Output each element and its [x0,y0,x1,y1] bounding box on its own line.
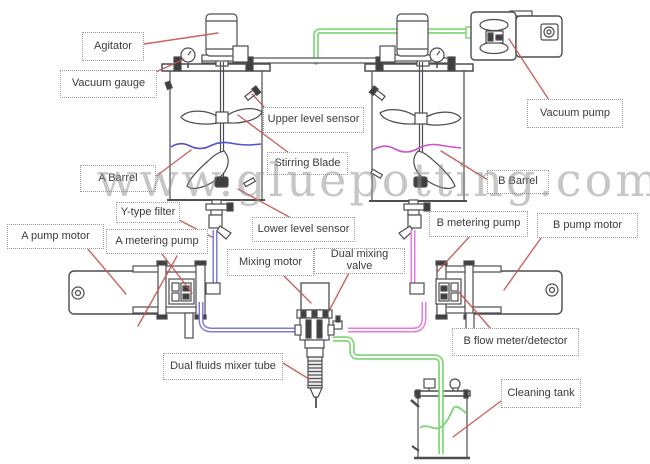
stirring-blade-upper-b [379,109,462,126]
y-filter-b-drawing [398,199,431,240]
output-tube [333,336,467,454]
liquid-level-a [170,141,262,150]
label-cleaning-tank: Cleaning tank [501,379,581,408]
label-a-pump-motor: A pump motor [7,224,104,249]
cleaning-tank-liquid [419,405,467,430]
a-barrel-drawing [161,56,271,201]
label-vacuum-pump: Vacuum pump [527,99,623,128]
y-filter-a-drawing [205,199,234,240]
vacuum-gauge-a-drawing [180,47,196,68]
b-pump-drawing [435,260,563,339]
leader-lower-level-sensor [237,188,292,219]
leader-b-pump-motor [503,237,542,291]
leader-cleaning-tank [452,400,502,438]
lower-level-sensor-pin-b [369,168,384,180]
mixer-tube-drawing [306,347,324,408]
leader-vacuum-gauge [155,58,185,73]
label-b-pump-motor: B pump motor [537,213,638,238]
stirring-blade-lower-a [186,150,229,190]
label-y-type-filter: Y-type filter [116,202,180,223]
label-agitator: Agitator [82,32,144,61]
a-fluid-tube [198,230,301,333]
label-vacuum-gauge: Vacuum gauge [60,70,157,98]
vacuum-pump-drawing [465,10,563,61]
agitator-b-drawing [379,13,432,63]
b-barrel-drawing [364,56,474,202]
leader-b-barrel [440,150,489,181]
leader-vacuum-pump [508,38,550,101]
label-dual-fluids-mixer-tube: Dual fluids mixer tube [163,353,283,380]
label-b-metering-pump: B metering pump [429,211,528,237]
leader-mixing-motor [282,274,312,304]
leader-a-metering-pump [161,253,193,294]
leader-dual-mixing-valve [328,272,350,312]
label-b-flow-meter: B flow meter/detector [452,328,579,356]
vacuum-gauge-b-drawing [429,47,445,68]
mixing-valve-drawing [294,282,335,349]
stirring-blade-upper-a [180,108,263,125]
lower-level-sensor-pin-a [242,176,257,188]
leader-upper-level-sensor [251,93,267,110]
leader-agitator [143,32,219,45]
leader-stirring-blade [237,114,290,154]
stirring-blade-lower-b [413,150,456,190]
label-mixing-motor: Mixing motor [227,249,314,276]
leader-dual-fluids-mixer-tube [282,362,310,380]
upper-level-sensor-pin-b [368,85,386,102]
vacuum-tube [313,28,475,65]
agitator-a-drawing [201,13,249,63]
label-dual-mixing-valve: Dual mixing valve [314,248,405,274]
leader-b-flow-meter [457,290,492,330]
label-upper-level-sensor: Upper level sensor [263,107,364,133]
leader-lines [86,32,550,438]
leader-a-metering-pump-2 [137,255,178,327]
label-stirring-blade: Stirring Blade [267,152,348,175]
liquid-level-b [372,143,462,153]
leader-a-pump-motor [86,247,127,295]
label-a-metering-pump: A metering pump [106,229,208,254]
b-fluid-tube [332,230,427,333]
leader-b-metering-pump [437,235,471,272]
label-lower-level-sensor: Lower level sensor [252,217,355,242]
label-b-barrel: B Barrel [487,170,549,194]
label-a-barrel: A Barrel [80,165,156,192]
leader-a-barrel [154,149,192,178]
a-pump-drawing [68,260,207,339]
